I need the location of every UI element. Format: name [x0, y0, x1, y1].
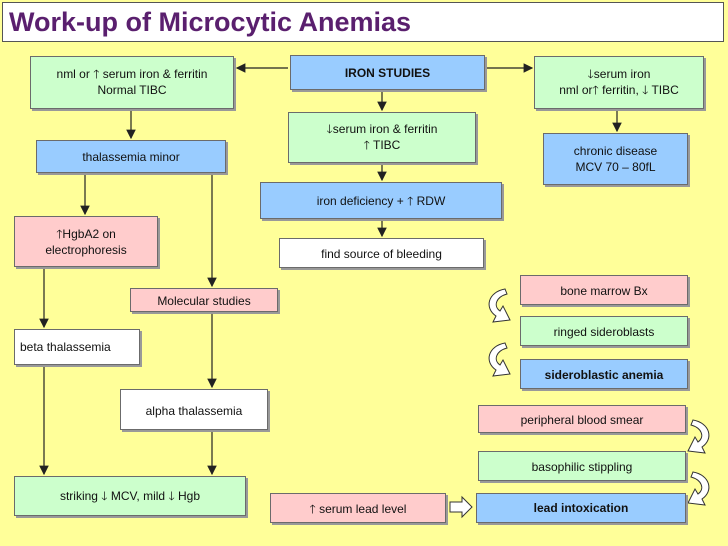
basophilic-stippling-label: basophilic stippling [531, 460, 633, 474]
iron-studies-label: IRON STUDIES [344, 66, 431, 80]
striking-mcv-label: striking 🡓 MCV, mild 🡓 Hgb [59, 489, 201, 503]
low-serum-center-line1: 🡓serum iron & ferritin [326, 122, 438, 136]
ringed-sideroblasts-box: ringed sideroblasts [520, 316, 688, 346]
lead-intoxication-box: lead intoxication [476, 493, 686, 523]
source-bleeding-box: find source of bleeding [279, 238, 484, 268]
iron-deficiency-box: iron deficiency + 🡑 RDW [260, 182, 502, 219]
beta-thalassemia-box: beta thalassemia [14, 329, 140, 365]
nml-serum-box: nml or 🡑 serum iron & ferritin Normal TI… [30, 56, 234, 109]
chronic-disease-line1: chronic disease [573, 144, 658, 158]
ringed-sideroblasts-label: ringed sideroblasts [553, 325, 655, 339]
peripheral-smear-label: peripheral blood smear [520, 413, 644, 427]
page-title: Work-up of Microcytic Anemias [9, 7, 412, 37]
molecular-studies-label: Molecular studies [157, 294, 251, 308]
serum-lead-label: 🡑 serum lead level [309, 502, 407, 516]
lead-intoxication-label: lead intoxication [533, 501, 629, 515]
iron-deficiency-label: iron deficiency + 🡑 RDW [316, 194, 446, 208]
beta-thalassemia-label: beta thalassemia [20, 340, 111, 354]
chronic-disease-line2: MCV 70 – 80fL [575, 160, 656, 174]
curved-arrow-icon [488, 288, 511, 323]
bone-marrow-label: bone marrow Bx [560, 284, 648, 298]
sideroblastic-anemia-box: sideroblastic anemia [520, 359, 688, 389]
hgba2-box: 🡑HgbA2 on electrophoresis [14, 216, 158, 267]
alpha-thalassemia-label: alpha thalassemia [145, 404, 243, 418]
hgba2-line1: 🡑HgbA2 on [56, 227, 116, 241]
block-arrow-icon [449, 495, 473, 519]
low-serum-center-line2: 🡑 TIBC [363, 138, 401, 152]
curved-arrow-icon [687, 419, 710, 454]
bone-marrow-box: bone marrow Bx [520, 275, 688, 305]
iron-studies-box: IRON STUDIES [290, 55, 485, 90]
striking-mcv-box: striking 🡓 MCV, mild 🡓 Hgb [14, 476, 246, 516]
thalassemia-minor-box: thalassemia minor [36, 140, 226, 173]
peripheral-smear-box: peripheral blood smear [478, 405, 686, 433]
hgba2-line2: electrophoresis [45, 243, 127, 257]
curved-arrow-icon [687, 471, 710, 506]
nml-serum-line1: nml or 🡑 serum iron & ferritin [56, 67, 208, 81]
curved-arrow-icon [488, 342, 511, 377]
sideroblastic-anemia-label: sideroblastic anemia [544, 368, 664, 382]
serum-lead-box: 🡑 serum lead level [270, 493, 446, 523]
nml-serum-line2: Normal TIBC [97, 83, 167, 97]
low-serum-right-line1: 🡓serum iron [587, 67, 651, 81]
molecular-studies-box: Molecular studies [130, 288, 278, 312]
source-bleeding-label: find source of bleeding [321, 247, 442, 261]
low-serum-right-box: 🡓serum iron nml or🡑 ferritin, 🡓 TIBC [534, 56, 704, 109]
low-serum-center-box: 🡓serum iron & ferritin 🡑 TIBC [288, 112, 476, 163]
title-bar: Work-up of Microcytic Anemias [2, 2, 724, 42]
alpha-thalassemia-box: alpha thalassemia [120, 389, 268, 430]
low-serum-right-line2: nml or🡑 ferritin, 🡓 TIBC [559, 83, 679, 97]
chronic-disease-box: chronic disease MCV 70 – 80fL [543, 133, 688, 185]
thalassemia-minor-label: thalassemia minor [82, 150, 180, 164]
basophilic-stippling-box: basophilic stippling [478, 451, 686, 481]
